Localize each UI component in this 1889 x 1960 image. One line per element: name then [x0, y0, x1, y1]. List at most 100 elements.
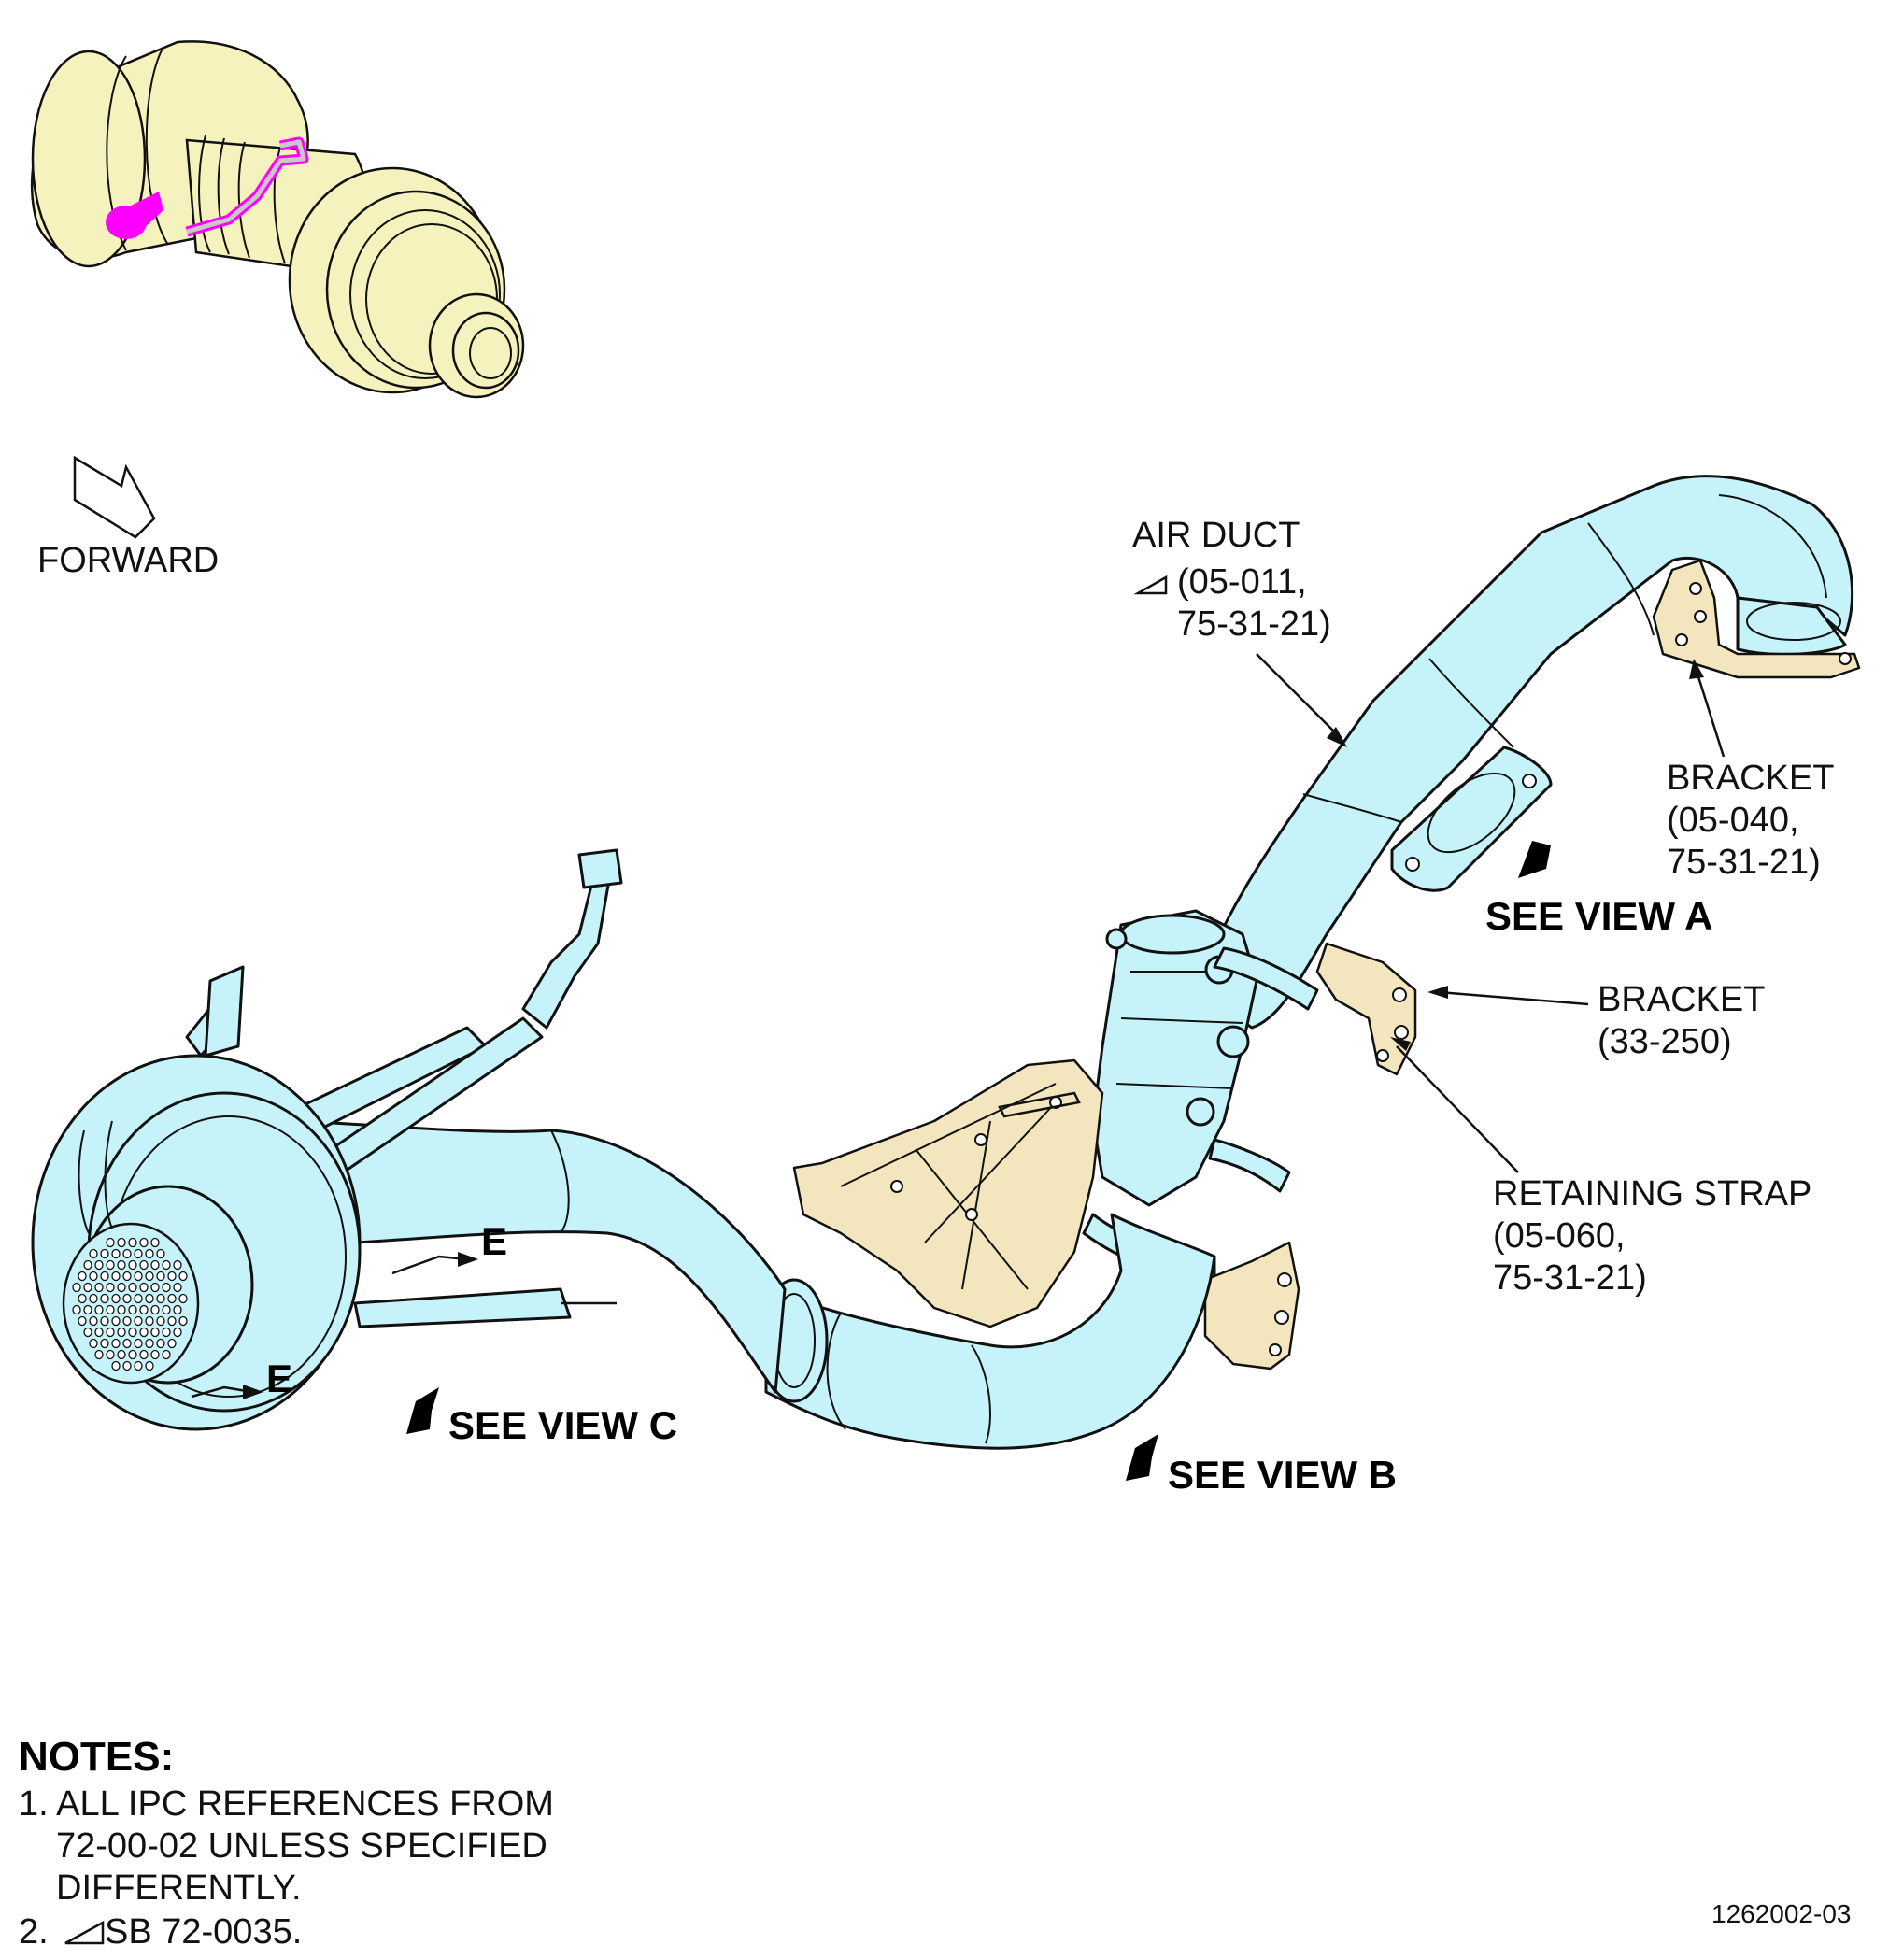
perforation-hole: [145, 1293, 154, 1304]
perforation-hole: [173, 1282, 182, 1293]
perforation-hole: [150, 1304, 160, 1315]
perforation-hole: [72, 1304, 81, 1315]
perforation-hole: [173, 1304, 182, 1315]
perforation-hole: [100, 1248, 109, 1259]
figure-id: 1262002-03: [1711, 1899, 1851, 1928]
perforation-hole: [94, 1349, 104, 1360]
perforation-hole: [134, 1293, 143, 1304]
perforation-hole: [150, 1282, 160, 1293]
perforation-hole: [117, 1349, 126, 1360]
perforation-hole: [134, 1248, 143, 1259]
retaining-strap-label: RETAINING STRAP: [1493, 1174, 1811, 1214]
perforation-hole: [78, 1293, 87, 1304]
perforation-hole: [122, 1248, 132, 1259]
view-a-arrow-icon: [1518, 841, 1551, 878]
perforation-hole: [106, 1259, 115, 1271]
retaining-strap-ref-1: (05-060,: [1493, 1216, 1626, 1256]
air-duct-ref-1: (05-011,: [1177, 562, 1307, 602]
perforation-hole: [156, 1338, 165, 1349]
perforation-hole: [83, 1259, 92, 1271]
perforation-hole: [156, 1248, 165, 1259]
perforation-hole: [111, 1315, 121, 1327]
perforation-hole: [83, 1327, 92, 1338]
perforation-hole: [128, 1282, 137, 1293]
perforation-hole: [83, 1304, 92, 1315]
perforation-hole: [139, 1349, 149, 1360]
view-b-arrow-icon: [1126, 1434, 1158, 1481]
perforation-hole: [145, 1248, 154, 1259]
perforation-hole: [117, 1282, 126, 1293]
perforation-hole: [162, 1327, 171, 1338]
perforation-hole: [162, 1349, 171, 1360]
perforation-hole: [94, 1259, 104, 1271]
perforation-hole: [139, 1259, 149, 1271]
air-duct-label: AIR DUCT: [1132, 516, 1300, 555]
perforation-hole: [122, 1271, 132, 1282]
perforation-hole: [117, 1327, 126, 1338]
perforation-hole: [162, 1282, 171, 1293]
perforation-hole: [145, 1338, 154, 1349]
perforation-hole: [89, 1338, 98, 1349]
perforation-hole: [134, 1271, 143, 1282]
perforation-hole: [89, 1248, 98, 1259]
perforation-hole: [111, 1248, 121, 1259]
perforation-hole: [100, 1338, 109, 1349]
perforation-hole: [89, 1315, 98, 1327]
perforation-hole: [117, 1237, 126, 1248]
perforation-hole: [139, 1237, 149, 1248]
note-1-line-3: DIFFERENTLY.: [56, 1868, 302, 1908]
perforation-hole: [128, 1349, 137, 1360]
perforation-hole: [139, 1304, 149, 1315]
air-duct-ref-2: 75-31-21): [1177, 604, 1331, 644]
perforation-hole: [167, 1315, 177, 1327]
perforation-hole: [106, 1282, 115, 1293]
perforation-hole: [128, 1327, 137, 1338]
perforation-hole: [122, 1338, 132, 1349]
forward-arrow-icon: [73, 455, 156, 539]
perforation-hole: [106, 1237, 115, 1248]
perforation-hole: [94, 1304, 104, 1315]
see-view-a-label: SEE VIEW A: [1485, 894, 1713, 938]
perforation-hole: [134, 1360, 143, 1371]
perforation-hole: [139, 1327, 149, 1338]
perforation-hole: [122, 1315, 132, 1327]
perforation-hole: [150, 1237, 160, 1248]
perforation-hole: [122, 1360, 132, 1371]
perforation-hole: [156, 1315, 165, 1327]
perforation-hole: [106, 1304, 115, 1315]
perforation-hole: [134, 1315, 143, 1327]
perforation-hole: [145, 1315, 154, 1327]
perforation-hole: [167, 1338, 177, 1349]
air-duct-assembly: [31, 475, 1861, 1450]
perforation-hole: [117, 1259, 126, 1271]
perforation-hole: [78, 1271, 87, 1282]
perforation-hole: [178, 1271, 188, 1282]
section-marker-upper: E: [391, 1219, 507, 1275]
section-label-upper: E: [481, 1219, 507, 1263]
perforation-hole: [145, 1271, 154, 1282]
perforation-hole: [139, 1282, 149, 1293]
see-view-c-label: SEE VIEW C: [448, 1403, 677, 1447]
perforation-holes: [72, 1237, 188, 1371]
perforation-hole: [162, 1259, 171, 1271]
perforation-hole: [111, 1271, 121, 1282]
note-2-text: SB 72-0035.: [105, 1912, 302, 1952]
perforation-hole: [167, 1271, 177, 1282]
perforation-hole: [128, 1304, 137, 1315]
triangle-flag-icon: [1133, 575, 1168, 595]
perforation-hole: [117, 1304, 126, 1315]
perforation-hole: [162, 1304, 171, 1315]
section-label-lower: E: [266, 1356, 292, 1400]
perforation-hole: [106, 1327, 115, 1338]
perforation-hole: [89, 1293, 98, 1304]
bracket-upper-ref-1: (05-040,: [1667, 801, 1799, 840]
see-view-b-label: SEE VIEW B: [1168, 1453, 1397, 1497]
note-1-line-1: 1. ALL IPC REFERENCES FROM: [19, 1784, 554, 1824]
perforation-hole: [72, 1282, 81, 1293]
perforation-hole: [100, 1271, 109, 1282]
perforation-hole: [89, 1271, 98, 1282]
perforation-hole: [173, 1259, 182, 1271]
perforation-hole: [167, 1293, 177, 1304]
note-2-number: 2.: [19, 1912, 49, 1952]
